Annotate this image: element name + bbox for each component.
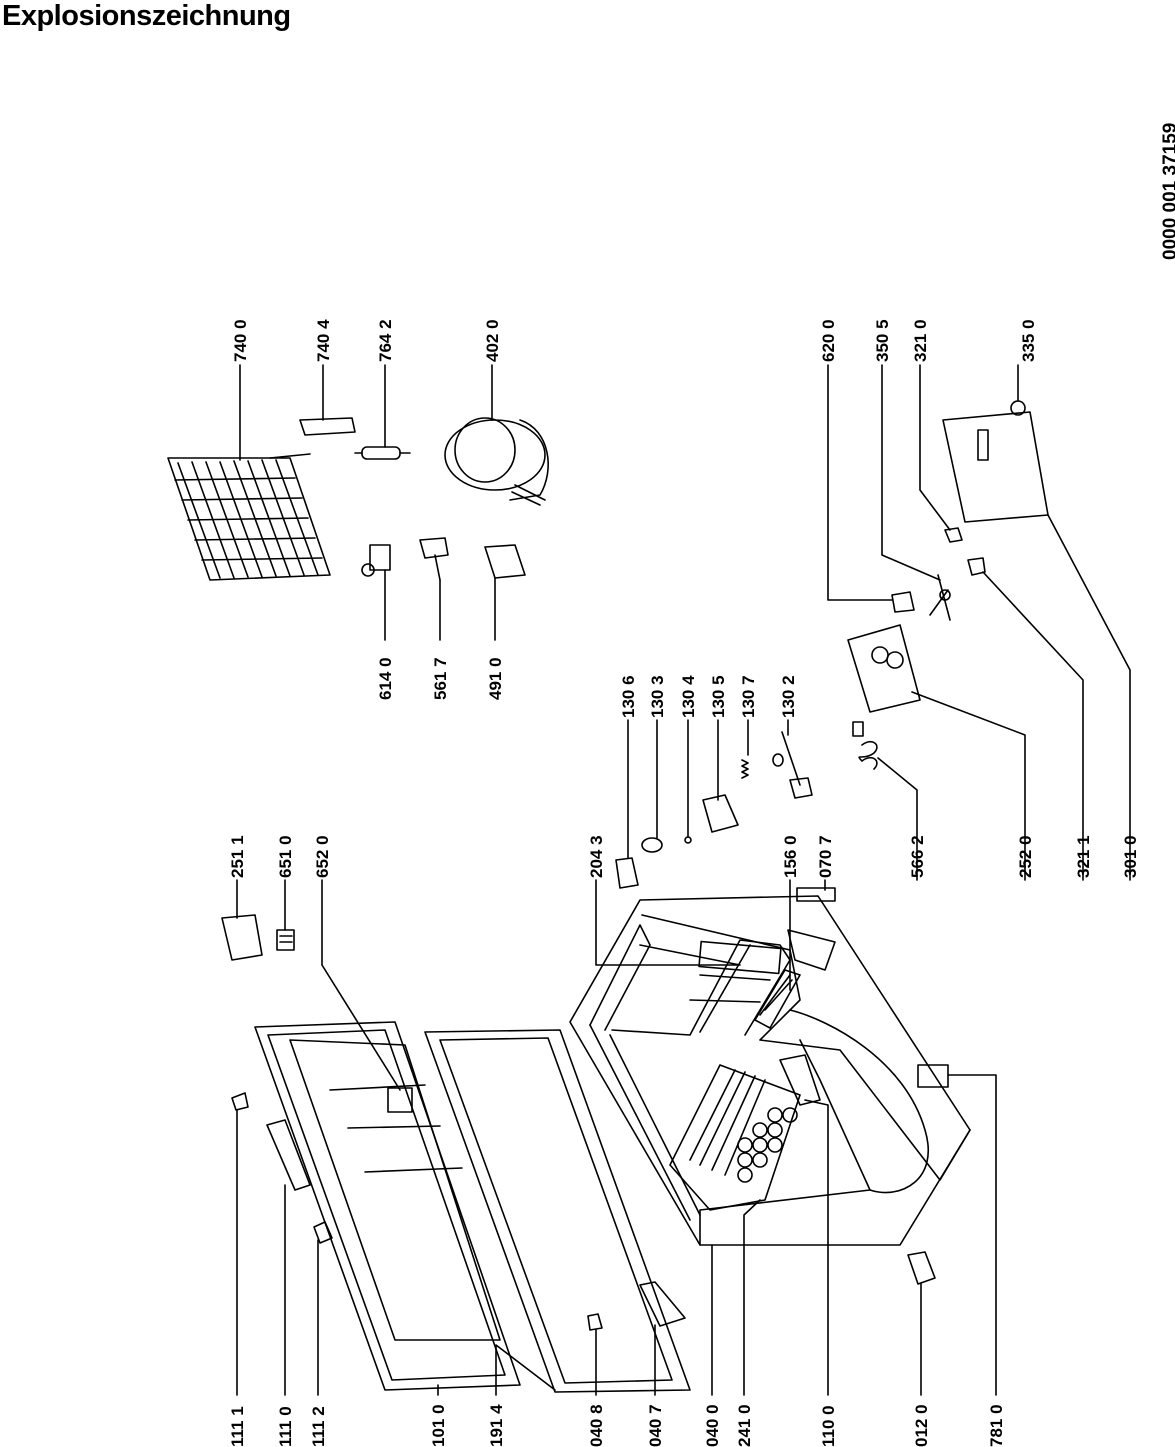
part-label-7400: 740 0 [231,319,250,362]
part-label-2410: 241 0 [735,1404,754,1447]
lid-gasket [424,1029,691,1393]
handle-1110 [266,1119,311,1191]
part-label-1111: 111 1 [228,1406,247,1447]
part-label-1303: 130 3 [648,675,667,718]
part-label-5617: 561 7 [431,657,450,700]
part-label-6140: 614 0 [376,657,395,700]
page-title: Explosionszeichnung [2,0,291,32]
part-label-7642: 764 2 [376,319,395,362]
bracket-0120 [907,1251,936,1285]
part-label-3350: 335 0 [1019,319,1038,362]
wire-basket [669,1064,801,1211]
part-label-3210: 321 0 [911,319,930,362]
lamp-6510 [276,929,295,951]
part-1303-shape [641,837,663,853]
part-label-1560: 156 0 [781,835,800,878]
thermostat-3505 [929,574,951,621]
leader-lines [236,364,1131,1396]
panel-display [977,429,989,461]
compressor-4020 [444,417,549,506]
basket-handle [779,1054,821,1106]
part-label-0120: 012 0 [912,1404,931,1447]
condenser [167,453,331,581]
relay-6140 [361,544,391,577]
lid [254,1021,521,1391]
lamp-3210 [944,527,963,543]
hinge-cover-1111 [231,1092,249,1111]
part-label-3505: 350 5 [873,319,892,362]
control-panel-3010 [942,411,1049,523]
vent-grille [754,969,801,1029]
part-1304-shape [684,836,692,844]
part-label-1010: 101 0 [429,1404,448,1447]
light-cover-2511 [221,914,263,961]
part-label-1307: 130 7 [739,675,758,718]
part-label-1110: 111 0 [276,1406,295,1447]
switch-6200 [891,591,915,613]
part-label-0707: 070 7 [816,835,835,878]
part-label-1100: 110 0 [819,1405,838,1447]
part-label-7404: 740 4 [314,319,333,362]
part-1305-shape [702,794,739,833]
control-housing-2520 [847,624,921,713]
part-label-2520: 252 0 [1016,835,1035,878]
part-label-6200: 620 0 [819,319,838,362]
part-label-6510: 651 0 [276,835,295,878]
part-label-6520: 652 0 [313,835,332,878]
starter-5617 [419,537,449,581]
filter-drier-7642 [354,446,411,460]
cable-5662 [852,721,878,770]
bracket-7404 [299,417,356,436]
part-label-0407: 040 7 [646,1404,665,1447]
part-label-1914: 191 4 [487,1404,506,1447]
part-label-7810: 781 0 [987,1404,1006,1447]
part-label-0400: 040 0 [703,1404,722,1447]
part-label-1112: 111 2 [309,1406,328,1447]
cover-4910 [484,544,526,579]
part-1307-spring [741,759,749,779]
clip-0408 [587,1313,603,1331]
part-label-4020: 402 0 [483,319,502,362]
part-2043-shape [615,857,639,889]
freezer-cabinet [569,887,971,1246]
part-label-1304: 130 4 [679,675,698,718]
part-1302-shape [772,731,813,799]
part-labels: 111 1 111 0 111 2 101 0 191 4 040 8 040 … [228,319,1140,1447]
part-label-1306: 130 6 [619,675,638,718]
part-label-2043: 204 3 [587,835,606,878]
lamp-3211 [967,557,986,576]
part-label-1302: 130 2 [779,675,798,718]
part-label-2511: 251 1 [228,835,247,878]
part-label-3211: 321 1 [1074,835,1093,878]
part-label-1305: 130 5 [709,675,728,718]
part-label-5662: 566 2 [908,835,927,878]
part-label-0408: 040 8 [587,1404,606,1447]
part-label-4910: 491 0 [486,657,505,700]
hinge-cover-1112 [313,1221,333,1244]
part-label-3010: 301 0 [1121,835,1140,878]
hinge-0407 [639,1281,686,1327]
